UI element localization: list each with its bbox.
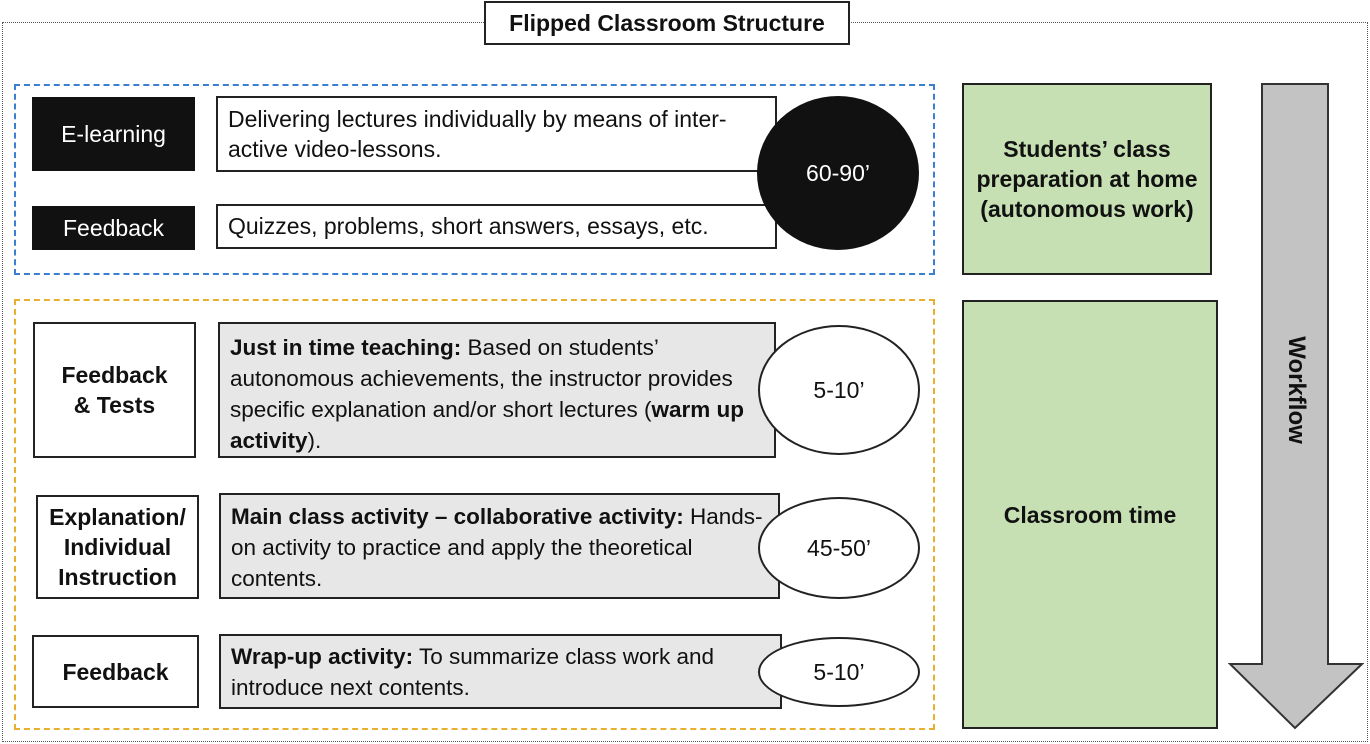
- wrap-up-duration: 5-10’: [813, 658, 865, 685]
- explanation-label-text: Explanation/ Individual Instruction: [49, 504, 186, 590]
- classroom-summary-text: Classroom time: [1003, 501, 1177, 528]
- feedback-tests-label-text: Feedback & Tests: [61, 362, 168, 418]
- class-phase-group: [14, 299, 935, 730]
- jitt-emphasis: warm up activity: [230, 397, 744, 453]
- workflow-label-text: Workflow: [1283, 336, 1310, 444]
- wrap-up-description: Wrap-up activity: To summarize class wor…: [219, 634, 782, 709]
- wrap-up-text: To summarize class work and introduce ne…: [231, 644, 715, 700]
- jitt-heading: Just in time teaching:: [230, 335, 462, 360]
- classroom-summary-box: Classroom time: [962, 300, 1218, 729]
- home-duration-circle: 60-90’: [757, 96, 919, 250]
- main-activity-heading: Main class activity – collaborative acti…: [231, 504, 684, 529]
- wrap-up-heading: Wrap-up activity:: [231, 644, 414, 669]
- home-summary-box: Students’ class preparation at home (aut…: [962, 83, 1212, 275]
- home-summary-text: Students’ class preparation at home (aut…: [976, 136, 1198, 222]
- wrap-up-duration-ellipse: 5-10’: [758, 637, 920, 707]
- main-activity-text: Hands-on activity to practice and apply …: [231, 504, 763, 591]
- jitt-duration-ellipse: 5-10’: [758, 325, 920, 455]
- e-learning-label: E-learning: [32, 97, 195, 171]
- diagram-title: Flipped Classroom Structure: [484, 1, 850, 45]
- explanation-label: Explanation/ Individual Instruction: [36, 495, 199, 599]
- main-activity-duration: 45-50’: [807, 534, 871, 561]
- jitt-description: Just in time teaching: Based on students…: [218, 322, 776, 458]
- jitt-text-end: ).: [307, 428, 322, 453]
- wrap-feedback-label: Feedback: [32, 635, 199, 708]
- workflow-arrow: [1228, 83, 1364, 730]
- e-learning-description: Delivering lectures individually by mean…: [216, 96, 777, 172]
- main-activity-description: Main class activity – collaborative acti…: [219, 493, 780, 599]
- jitt-duration: 5-10’: [813, 376, 865, 403]
- jitt-text: Based on students’ autonomous achievemen…: [230, 335, 733, 422]
- home-feedback-description: Quizzes, problems, short answers, essays…: [216, 204, 777, 249]
- home-duration: 60-90’: [806, 159, 870, 186]
- feedback-tests-label: Feedback & Tests: [33, 322, 196, 458]
- home-phase-group: [14, 84, 935, 275]
- main-activity-duration-ellipse: 45-50’: [758, 497, 920, 599]
- workflow-arrow-shape: [1228, 83, 1364, 730]
- home-feedback-label: Feedback: [32, 206, 195, 250]
